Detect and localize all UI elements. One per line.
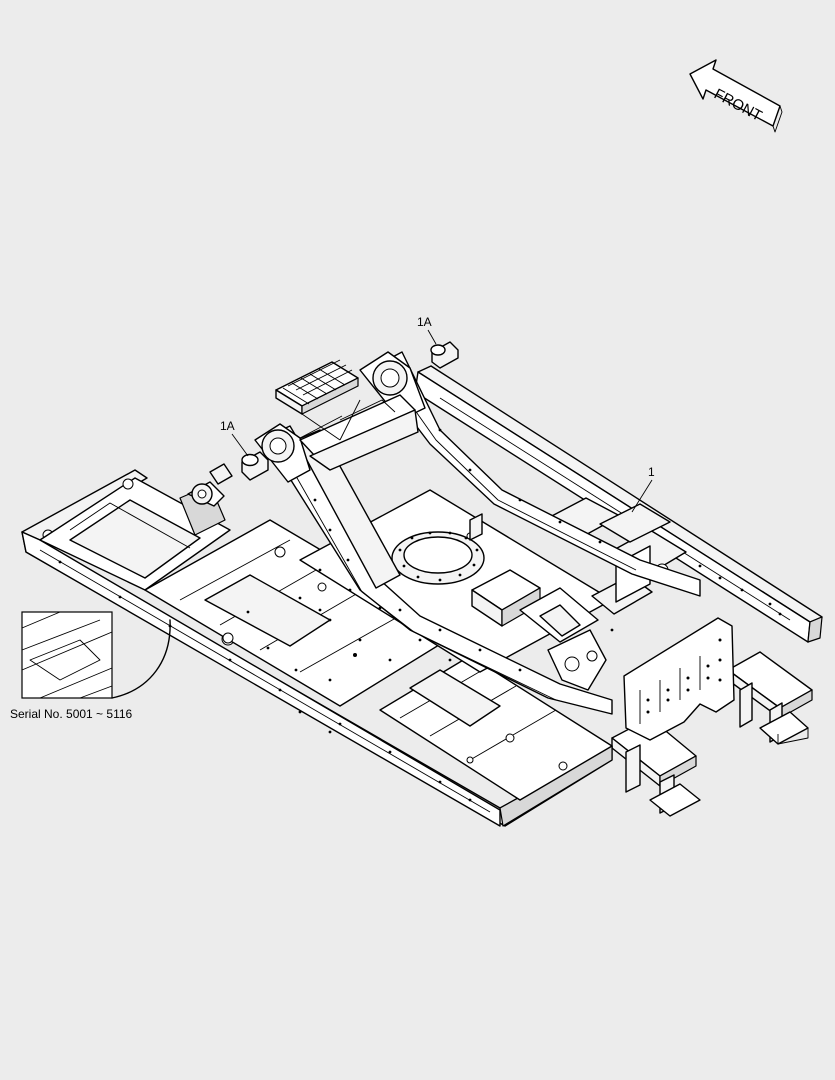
rear-vertical-plate <box>623 617 735 741</box>
step-grating <box>275 359 361 441</box>
front-direction-arrow: FRONT <box>689 59 783 133</box>
callout-1a-top: 1A <box>417 315 437 345</box>
callout-1a-left: 1A <box>220 419 249 457</box>
callout-1: 1 <box>631 465 655 513</box>
boom-cross-tube <box>299 394 419 471</box>
boom-foot-tower-left <box>254 415 343 483</box>
inset-detail: Serial No. 5001 ~ 5116 <box>10 611 171 721</box>
upper-frame-assembly <box>21 341 823 827</box>
front-lugs <box>187 463 233 507</box>
boom-pin-left <box>241 451 269 481</box>
right-side-beam <box>414 365 823 643</box>
counterweight-mount-left <box>611 717 701 817</box>
center-brackets <box>471 497 687 691</box>
svg-text:1: 1 <box>648 465 655 479</box>
boom-pin-right <box>430 341 459 369</box>
serial-note: Serial No. 5001 ~ 5116 <box>10 707 133 721</box>
left-side-beam <box>21 469 613 827</box>
front-end-frame <box>39 477 231 591</box>
counterweight-mount-right <box>727 651 813 745</box>
svg-text:1A: 1A <box>417 315 432 329</box>
svg-text:1A: 1A <box>220 419 235 433</box>
center-floor-plates <box>144 519 613 801</box>
bolt-holes <box>246 564 782 734</box>
